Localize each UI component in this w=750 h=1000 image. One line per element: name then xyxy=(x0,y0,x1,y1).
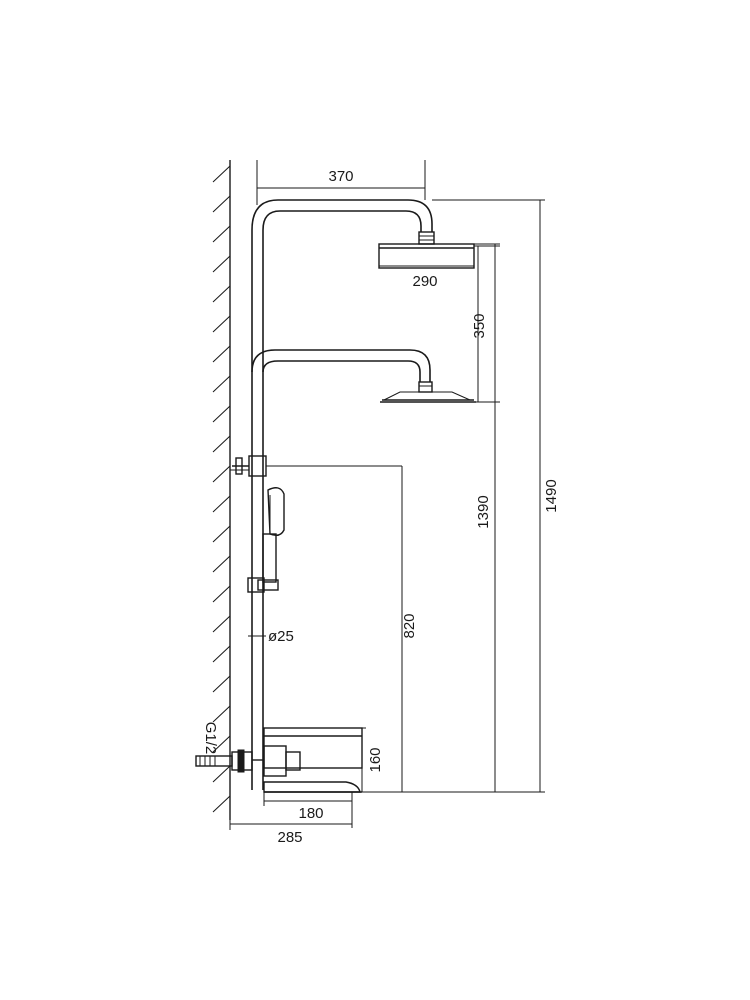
dim-head-diameter: 290 xyxy=(412,273,437,290)
dim-pipe-diameter: ø25 xyxy=(248,628,294,645)
wall-hatch-line xyxy=(212,525,231,543)
dim-head-drop: 350 xyxy=(471,245,500,403)
wall-hatch-line xyxy=(212,255,231,273)
wall-hatch-line xyxy=(212,645,231,663)
wall-hatch-line xyxy=(212,345,231,363)
wall xyxy=(212,160,231,820)
wall-hatch-line xyxy=(212,465,231,483)
rain-shower-head-upper xyxy=(378,231,475,269)
dim-pipe-diameter-label: ø25 xyxy=(268,628,294,645)
bath-spout xyxy=(263,781,362,793)
dim-bracket-height-label: 820 xyxy=(401,613,418,638)
wall-hatch-line xyxy=(212,435,231,453)
wall-hatch-line xyxy=(212,765,231,783)
wall-hatch-line xyxy=(212,705,231,723)
dim-mixer-height: 160 xyxy=(361,727,545,793)
dim-bracket-height: 820 xyxy=(266,465,418,792)
wall-hatch-line xyxy=(212,795,231,813)
dim-overall-height-label: 1490 xyxy=(543,479,560,512)
wall-hatch-line xyxy=(212,585,231,603)
wall-hatch-line xyxy=(212,405,231,423)
wall-hatching xyxy=(212,165,231,813)
wall-hatch-line xyxy=(212,495,231,513)
wall-hatch-line xyxy=(212,735,231,753)
dim-thread-size-label: G1/2 xyxy=(202,722,219,755)
wall-hatch-line xyxy=(212,285,231,303)
wall-hatch-line xyxy=(212,195,231,213)
hand-shower xyxy=(257,487,285,591)
dim-outlet-height: 1390 xyxy=(474,243,500,792)
wall-hatch-line xyxy=(212,675,231,693)
dim-wall-offset: 285 xyxy=(229,820,352,846)
dim-spout-length-label: 180 xyxy=(298,805,323,822)
dim-outlet-height-label: 1390 xyxy=(475,495,492,528)
dim-head-diameter-label: 290 xyxy=(412,273,437,290)
dim-arm-reach-label: 370 xyxy=(328,168,353,185)
slide-clip xyxy=(247,577,265,593)
dim-arm-reach: 370 xyxy=(256,160,426,205)
dim-overall-height: 1490 xyxy=(432,199,560,792)
dim-mixer-height-label: 160 xyxy=(367,747,384,772)
dim-spout-length: 180 xyxy=(263,792,353,828)
wall-hatch-line xyxy=(212,375,231,393)
thermostatic-mixer xyxy=(195,727,363,777)
wall-bracket xyxy=(230,455,267,477)
shower-column xyxy=(251,199,433,790)
wall-hatch-line xyxy=(212,555,231,573)
dim-head-drop-label: 350 xyxy=(471,313,488,338)
rain-shower-head-lower xyxy=(380,381,476,403)
dim-thread-size: G1/2 xyxy=(202,722,219,755)
wall-hatch-line xyxy=(212,165,231,183)
wall-hatch-line xyxy=(212,315,231,333)
wall-hatch-line xyxy=(212,615,231,633)
dim-wall-offset-label: 285 xyxy=(277,829,302,846)
wall-hatch-line xyxy=(212,225,231,243)
